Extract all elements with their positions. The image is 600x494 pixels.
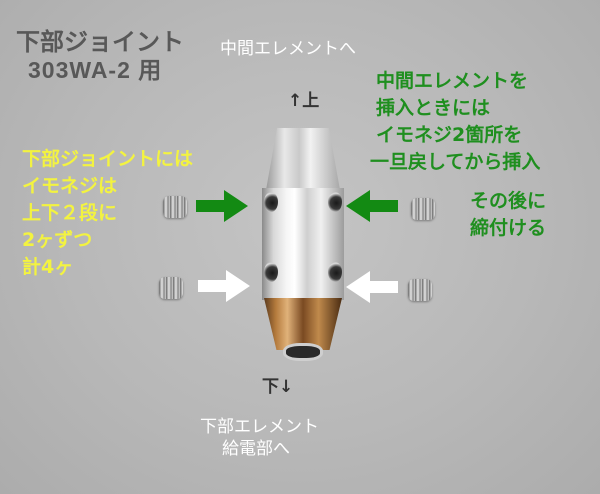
- down-marker: 下↓: [262, 377, 294, 397]
- up-marker: ↑上: [288, 91, 320, 111]
- joint-tip: [286, 346, 320, 358]
- screw-count-note: 下部ジョイントには イモネジは 上下２段に 2ヶずつ 計4ヶ: [22, 146, 193, 281]
- screw-hole-icon: [264, 262, 278, 282]
- arrow-right-icon: [196, 190, 248, 222]
- insertion-note-line: 一旦戻してから挿入: [370, 151, 541, 173]
- set-screw-icon: [159, 277, 183, 299]
- product-title: 下部ジョイント 303WA-2 用: [16, 28, 184, 84]
- set-screw-icon: [163, 196, 187, 218]
- joint-bottom-section: [264, 298, 342, 350]
- screw-hole-icon: [328, 192, 342, 212]
- joint-middle-section: [262, 188, 344, 300]
- screw-hole-icon: [264, 192, 278, 212]
- insertion-note-line: イモネジ2箇所を: [376, 124, 523, 146]
- screw-count-note-line: 下部ジョイントには: [22, 148, 194, 170]
- arrow-right-icon: [198, 270, 250, 302]
- insertion-note-line: 挿入ときには: [376, 97, 491, 119]
- tighten-note-line: その後に: [470, 190, 547, 212]
- set-screw-icon: [411, 198, 435, 220]
- set-screw-icon: [408, 279, 432, 301]
- title-line-1: 下部ジョイント: [16, 28, 184, 56]
- title-line-2: 303WA-2 用: [28, 57, 163, 83]
- insertion-note-line: 中間エレメントを: [376, 70, 529, 92]
- screw-count-note-line: 計4ヶ: [22, 256, 74, 278]
- screw-count-note-line: 上下２段に: [22, 202, 118, 224]
- bottom-label-line-2: 給電部へ: [222, 439, 290, 459]
- joint-connector-icon: [260, 128, 346, 360]
- tighten-note-line: 締付ける: [470, 217, 547, 239]
- screw-count-note-line: 2ヶずつ: [22, 229, 93, 251]
- joint-top-section: [266, 128, 340, 190]
- arrow-left-icon: [346, 271, 398, 303]
- screw-count-note-line: イモネジは: [22, 175, 118, 197]
- screw-hole-icon: [328, 262, 342, 282]
- top-destination-label: 中間エレメントへ: [220, 39, 356, 59]
- bottom-destination-label: 下部エレメント 給電部へ: [200, 416, 319, 460]
- arrow-left-icon: [346, 190, 398, 222]
- insertion-note: 中間エレメントを 挿入ときには イモネジ2箇所を 一旦戻してから挿入: [370, 68, 540, 176]
- tighten-note: その後に 締付ける: [470, 188, 546, 242]
- bottom-label-line-1: 下部エレメント: [200, 417, 319, 437]
